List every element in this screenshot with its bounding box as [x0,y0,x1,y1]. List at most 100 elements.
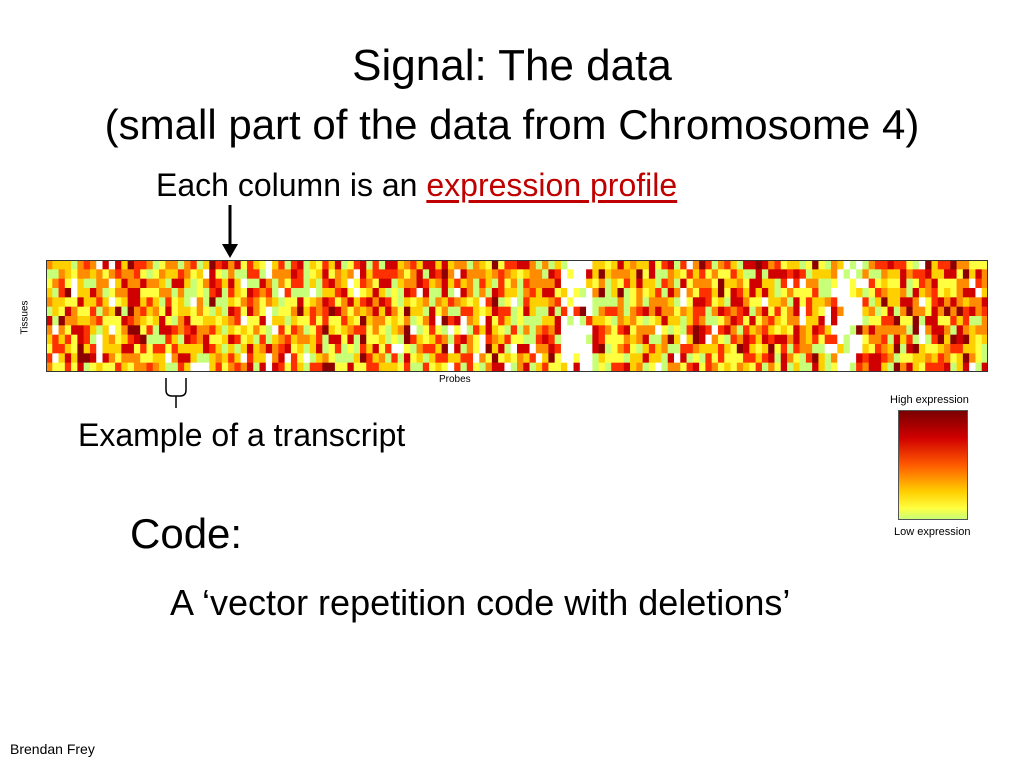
heatmap-cell [523,297,530,307]
heatmap-cell [422,306,430,317]
heatmap-cell [127,353,135,363]
heatmap-cell [849,306,857,317]
heatmap-cell [422,269,430,279]
heatmap-cell [429,325,436,335]
heatmap-cell [127,344,135,354]
heatmap-cell [240,316,248,326]
heatmap-cell [680,269,687,279]
heatmap-cell [535,269,543,279]
heatmap-cell [473,306,480,317]
heatmap-cell [630,269,637,279]
heatmap-cell [874,269,882,279]
heatmap-cell [925,260,932,270]
heatmap-cell [347,306,355,317]
heatmap-cell [623,325,631,335]
heatmap-cell [284,334,292,345]
heatmap-cell [711,316,719,326]
heatmap-cell [560,306,568,317]
heatmap-cell [542,269,549,279]
heatmap-cell [498,278,505,289]
heatmap-cell [887,297,895,307]
heatmap-cell [918,334,926,345]
heatmap-cell [473,325,480,335]
heatmap-cell [416,353,424,363]
heatmap-cell [567,288,574,298]
heatmap-cell [347,353,355,363]
heatmap-cell [397,278,405,289]
heatmap-cell [743,297,750,307]
heatmap-cell [529,344,537,354]
heatmap-cell [265,278,273,289]
heatmap-cell [328,344,336,354]
heatmap-cell [711,260,719,270]
heatmap-cell [146,353,154,363]
heatmap-cell [893,278,901,289]
heatmap-cell [950,353,957,363]
heatmap-cell [761,297,769,307]
heatmap-cell [441,334,449,345]
heatmap-cell [793,297,800,307]
heatmap-cell [366,269,373,279]
heatmap-cell [837,288,844,298]
heatmap-cell [617,306,625,317]
heatmap-cell [774,269,782,279]
heatmap-cell [856,288,863,298]
heatmap-cell [209,353,216,363]
heatmap-cell [642,362,650,372]
heatmap-cell [46,344,53,354]
heatmap-cell [799,316,807,326]
heatmap-cell [58,278,66,289]
heatmap-cell [799,278,807,289]
heatmap-cell [491,316,499,326]
heatmap-cell [89,260,97,270]
heatmap-cell [931,260,939,270]
heatmap-cell [473,278,480,289]
heatmap-cell [680,297,687,307]
heatmap-cell [874,306,882,317]
heatmap-cell [636,325,643,335]
heatmap-cell [71,334,78,345]
heatmap-cell [102,353,110,363]
heatmap-cell [749,288,756,298]
heatmap-cell [893,269,901,279]
heatmap-cell [699,344,706,354]
heatmap-cell [617,269,625,279]
heatmap-cell [648,325,656,335]
heatmap-cell [454,362,461,372]
heatmap-cell [805,344,813,354]
heatmap-cell [259,278,267,289]
heatmap-cell [203,353,210,363]
heatmap-cell [485,306,493,317]
heatmap-cell [221,362,229,372]
heatmap-cell [604,306,612,317]
heatmap-cell [918,325,926,335]
heatmap-cell [341,362,348,372]
heatmap-cell [228,260,235,270]
heatmap-cell [761,260,769,270]
heatmap-cell [787,325,794,335]
heatmap-cell [567,269,574,279]
heatmap-cell [824,334,832,345]
heatmap-cell [435,306,442,317]
heatmap-cell [209,297,216,307]
heatmap-cell [711,297,719,307]
heatmap-cell [674,269,681,279]
heatmap-cell [805,297,813,307]
expression-profile-link[interactable]: expression profile [426,167,678,203]
heatmap-cell [818,306,826,317]
heatmap-cell [378,297,386,307]
heatmap-cell [699,278,706,289]
heatmap-cell [498,334,505,345]
heatmap-cell [429,297,436,307]
heatmap-cell [900,269,907,279]
heatmap-cell [209,260,216,270]
heatmap-cell [517,269,524,279]
heatmap-cell [309,288,317,298]
heatmap-cell [755,316,763,326]
heatmap-cell [196,306,204,317]
heatmap-cell [378,353,386,363]
heatmap-cell [46,288,53,298]
heatmap-cell [410,288,417,298]
heatmap-cell [121,362,128,372]
heatmap-cell [849,260,857,270]
